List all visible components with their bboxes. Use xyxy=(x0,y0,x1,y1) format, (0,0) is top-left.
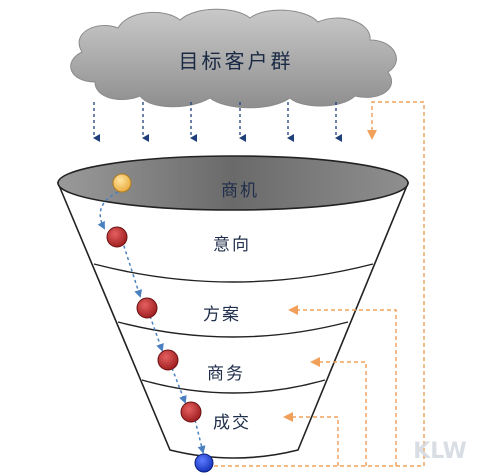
lead-dot-start xyxy=(112,173,132,193)
feedback-loop-business xyxy=(310,357,367,466)
stage-label-opportunity: 商机 xyxy=(221,181,259,201)
stage-divider xyxy=(93,263,374,283)
stage-divider xyxy=(141,379,326,394)
funnel xyxy=(56,155,410,459)
stage-divider xyxy=(117,321,349,338)
funnel-top xyxy=(57,155,409,211)
stage-label-deal: 成交 xyxy=(213,413,251,433)
lead-dot xyxy=(136,297,158,319)
target-customers-cloud: 目标客户群 xyxy=(70,8,397,109)
lead-dot-end xyxy=(194,453,214,473)
lead-dot xyxy=(157,349,179,371)
feedback-loop-deal xyxy=(283,412,339,466)
inflow-arrows xyxy=(93,102,342,142)
lead-dot xyxy=(180,401,202,423)
progression-path xyxy=(97,191,206,454)
watermark: KLW xyxy=(413,439,467,464)
feedback-loop-proposal xyxy=(288,305,397,466)
stage-label-intent: 意向 xyxy=(213,235,251,255)
cloud-label: 目标客户群 xyxy=(179,49,294,73)
stage-label-business: 商务 xyxy=(207,364,245,384)
feedback-loop-outer xyxy=(214,101,425,467)
lead-dot xyxy=(106,226,128,248)
stage-label-proposal: 方案 xyxy=(203,305,241,325)
feedback-arrows xyxy=(214,101,425,467)
